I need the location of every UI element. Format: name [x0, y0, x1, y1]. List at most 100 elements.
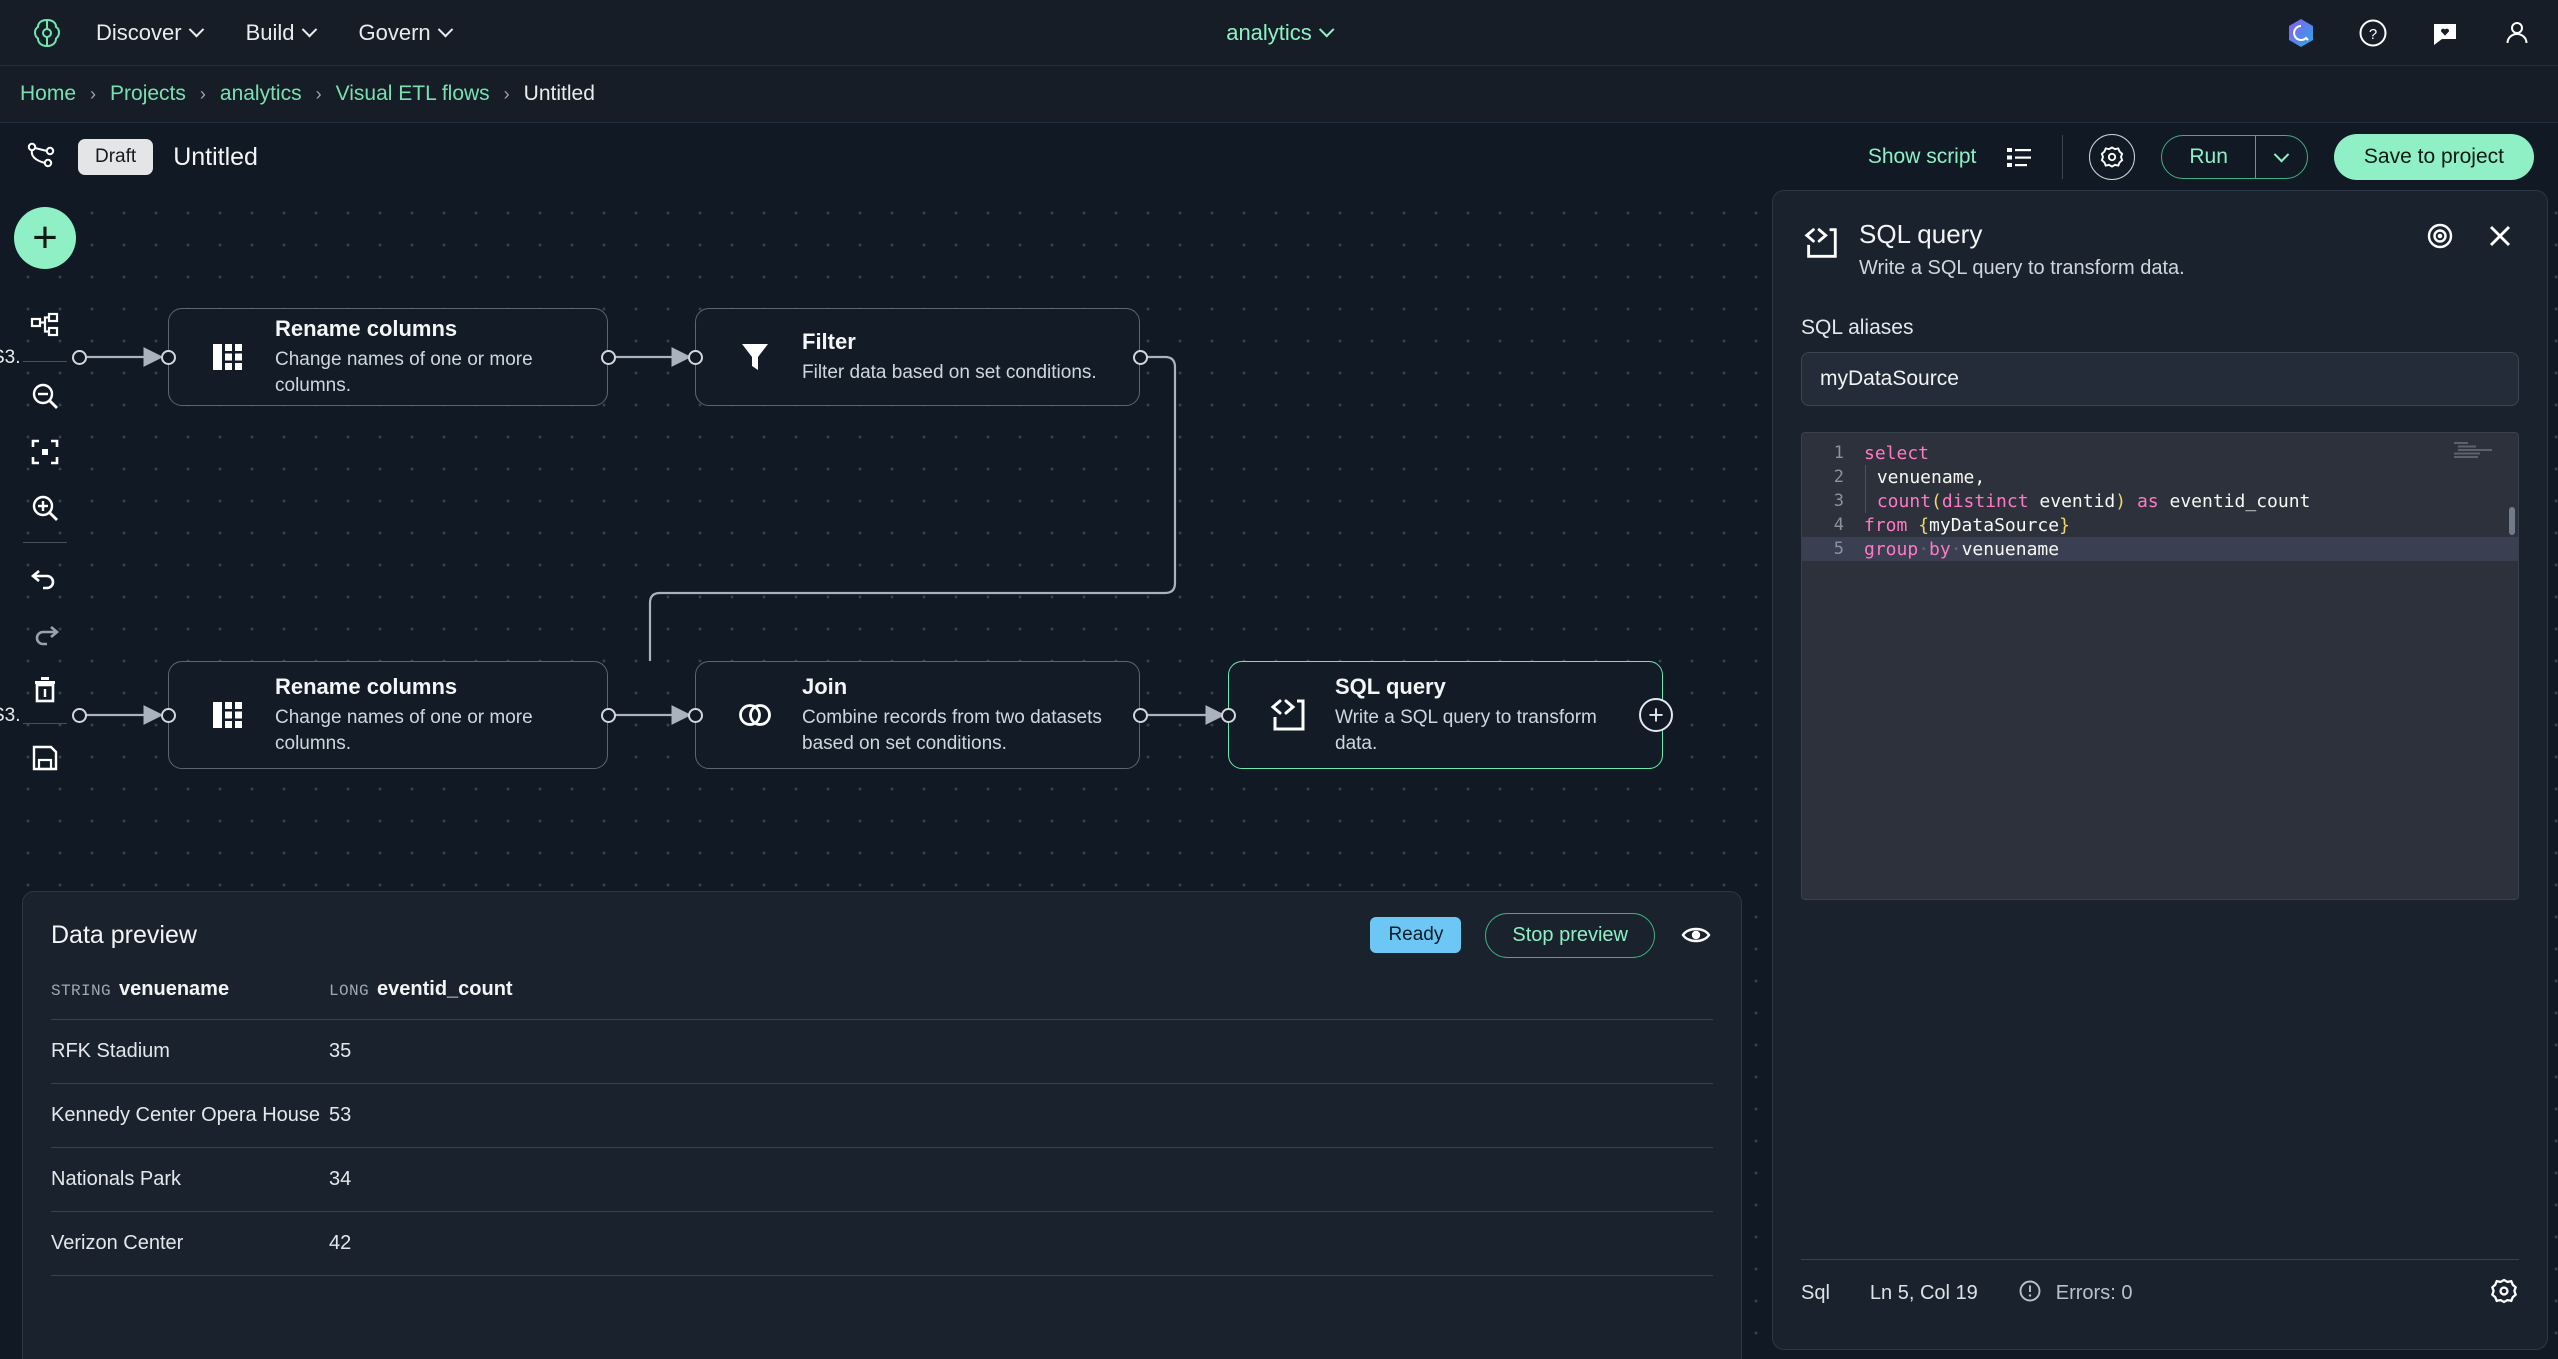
preview-status-badge[interactable]: Ready	[1370, 917, 1462, 953]
code-line-2: 2 venuename,	[1802, 465, 2518, 489]
eye-icon[interactable]	[1679, 918, 1713, 952]
code-brackets-icon	[1251, 695, 1325, 735]
breadcrumb: Home › Projects › analytics › Visual ETL…	[0, 66, 2558, 123]
editor-scrollbar-thumb[interactable]	[2509, 507, 2515, 535]
breadcrumb-item-analytics[interactable]: analytics	[219, 82, 302, 105]
node-text: Rename columns Change names of one or mo…	[275, 316, 607, 397]
tool-divider	[23, 723, 67, 724]
cell-venuename: Verizon Center	[51, 1211, 329, 1276]
fit-to-screen-icon[interactable]	[17, 424, 73, 480]
editor-cursor-position[interactable]: Ln 5, Col 19	[1869, 1282, 1978, 1304]
nav-item-label: Discover	[96, 19, 182, 45]
table-columns-icon	[191, 695, 265, 735]
save-icon[interactable]	[17, 730, 73, 786]
node-join[interactable]: Join Combine records from two datasets b…	[695, 661, 1140, 769]
output-port[interactable]	[1133, 708, 1148, 723]
node-rename-columns-1[interactable]: Rename columns Change names of one or mo…	[168, 308, 608, 406]
q-assistant-icon[interactable]	[2284, 16, 2318, 50]
input-port[interactable]	[688, 708, 703, 723]
node-rename-columns-2[interactable]: Rename columns Change names of one or mo…	[168, 661, 608, 769]
breadcrumb-separator: ›	[503, 83, 510, 104]
data-preview-header: Data preview Ready Stop preview	[23, 892, 1741, 978]
input-port[interactable]	[688, 350, 703, 365]
help-icon[interactable]: ?	[2356, 16, 2390, 50]
target-eye-icon[interactable]	[2423, 219, 2457, 253]
delete-icon[interactable]	[17, 661, 73, 717]
project-selector[interactable]: analytics	[1226, 20, 1335, 46]
cell-eventid-count: 34	[329, 1147, 1713, 1212]
output-port[interactable]	[601, 350, 616, 365]
undo-icon[interactable]	[17, 549, 73, 605]
nav-item-build[interactable]: Build	[246, 20, 317, 46]
add-downstream-node-button[interactable]: +	[1639, 698, 1673, 732]
add-node-button[interactable]: +	[14, 207, 76, 269]
list-view-icon[interactable]	[2002, 140, 2036, 174]
run-dropdown-button[interactable]	[2254, 136, 2307, 178]
editor-language[interactable]: Sql	[1801, 1282, 1830, 1304]
run-button[interactable]: Run	[2189, 145, 2228, 168]
input-port[interactable]	[161, 350, 176, 365]
sql-alias-value: myDataSource	[1820, 367, 1959, 390]
show-script-button[interactable]: Show script	[1867, 145, 1977, 168]
breadcrumb-item-home[interactable]: Home	[20, 82, 77, 105]
stop-preview-button[interactable]: Stop preview	[1485, 912, 1655, 958]
zoom-in-icon[interactable]	[17, 480, 73, 536]
table-body: RFK Stadium 35 Kennedy Center Opera Hous…	[51, 1019, 1713, 1276]
cell-venuename: RFK Stadium	[51, 1019, 329, 1084]
node-text: Rename columns Change names of one or mo…	[275, 674, 607, 755]
input-port[interactable]	[161, 708, 176, 723]
sql-code-editor[interactable]: 1 select 2 venuename, 3 count(distinct e…	[1801, 432, 2519, 900]
main-nav-items: Discover Build Govern	[96, 19, 453, 46]
node-subtitle: Change names of one or more columns.	[275, 707, 533, 754]
feedback-icon[interactable]	[2428, 16, 2462, 50]
code-token-keyword: select	[1864, 442, 1930, 464]
save-to-project-button[interactable]: Save to project	[2333, 134, 2534, 180]
funnel-icon	[718, 337, 792, 377]
table-row: Nationals Park 34	[51, 1147, 1713, 1212]
editor-errors[interactable]: Errors: 0	[2018, 1279, 2132, 1309]
close-icon[interactable]	[2483, 219, 2517, 253]
output-port[interactable]	[601, 708, 616, 723]
cell-eventid-count: 35	[329, 1019, 1713, 1084]
page-title[interactable]: Untitled	[173, 142, 258, 171]
breadcrumb-item-projects[interactable]: Projects	[110, 82, 186, 105]
sql-panel-titles: SQL query Write a SQL query to transform…	[1859, 219, 2185, 280]
source-node-label-s3-1: S3.	[0, 347, 21, 368]
code-token-identifier: venuename,	[1866, 466, 1986, 488]
sql-panel-title: SQL query	[1859, 219, 1983, 249]
code-line-4: 4 from {myDataSource}	[1802, 513, 2518, 537]
node-filter[interactable]: Filter Filter data based on set conditio…	[695, 308, 1140, 406]
source-node-label-s3-2: S3.	[0, 705, 21, 726]
chevron-down-icon	[188, 21, 204, 38]
nav-item-discover[interactable]: Discover	[96, 19, 204, 46]
nav-item-label: Govern	[358, 19, 431, 45]
breadcrumb-separator: ›	[90, 83, 97, 104]
brain-logo-icon[interactable]	[26, 12, 68, 54]
flow-toolbar-left: Draft Untitled	[24, 138, 258, 177]
breadcrumb-separator: ›	[199, 83, 206, 104]
editor-settings-button[interactable]	[2489, 1276, 2519, 1312]
flow-settings-button[interactable]	[2089, 134, 2136, 180]
zoom-out-icon[interactable]	[17, 368, 73, 424]
auto-layout-icon[interactable]	[17, 299, 73, 355]
nav-item-govern[interactable]: Govern	[358, 19, 453, 46]
line-number: 2	[1833, 467, 1844, 487]
breadcrumb-item-visual-etl-flows[interactable]: Visual ETL flows	[335, 82, 490, 105]
line-number: 4	[1833, 515, 1844, 535]
column-name: venuename	[119, 978, 230, 1000]
flow-graph-icon	[24, 138, 58, 177]
code-token-group: count(distinct eventid) as eventid_count	[1876, 490, 2311, 512]
node-sql-query[interactable]: SQL query Write a SQL query to transform…	[1228, 661, 1663, 769]
node-text: Join Combine records from two datasets b…	[802, 674, 1132, 755]
line-number: 3	[1833, 491, 1844, 511]
redo-icon[interactable]	[17, 605, 73, 661]
output-port[interactable]	[1133, 350, 1148, 365]
sql-alias-input[interactable]: myDataSource	[1801, 352, 2519, 406]
sql-query-config-panel: SQL query Write a SQL query to transform…	[1772, 190, 2548, 1350]
editor-minimap[interactable]	[2452, 441, 2508, 459]
account-icon[interactable]	[2500, 16, 2534, 50]
input-port[interactable]	[1221, 708, 1236, 723]
node-title: Join	[802, 674, 848, 700]
